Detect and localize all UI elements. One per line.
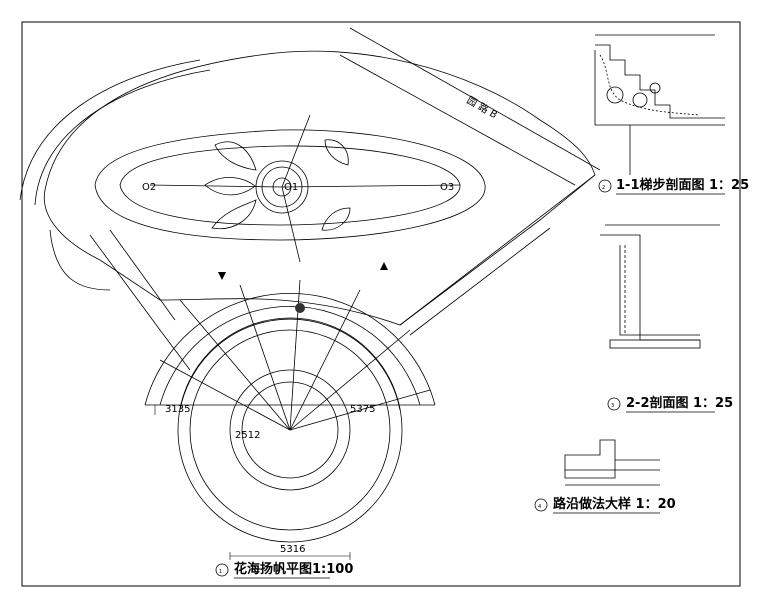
drainage-icon [295, 303, 305, 313]
section-1-1 [594, 34, 725, 175]
plan-title: 1 花海扬帆平图1:100 [215, 561, 353, 579]
svg-text:1-1梯步剖面图 1：25: 1-1梯步剖面图 1：25 [616, 177, 749, 193]
svg-text:1: 1 [219, 569, 222, 575]
svg-text:路沿做法大样 1：20: 路沿做法大样 1：20 [553, 496, 676, 512]
label-o1: O1 [284, 182, 298, 193]
plan-outer-bed [43, 50, 596, 326]
label-o2: O2 [142, 182, 156, 193]
plan-lower-circle-outer [177, 317, 403, 543]
plan-inner-oval [94, 129, 486, 241]
svg-text:花海扬帆平图1:100: 花海扬帆平图1:100 [234, 561, 353, 577]
plan-petal [214, 141, 257, 171]
road-label: 园 路 B [465, 93, 500, 121]
label-o3: O3 [440, 182, 454, 193]
plan-fan [179, 318, 401, 411]
section-2-2-title: 3 2-2剖面图 1：25 [607, 395, 733, 413]
dim-bottom: 5316 [280, 544, 305, 555]
sheet-border [21, 21, 741, 587]
curb-detail [564, 439, 660, 486]
section-1-1-title: 2 1-1梯步剖面图 1：25 [598, 177, 749, 195]
north-arrow-icon [218, 262, 388, 280]
svg-text:4: 4 [538, 504, 541, 510]
main-plan [19, 27, 601, 543]
plan-dimensions [154, 405, 351, 560]
section-2-2 [600, 224, 720, 349]
plan-road-edge [349, 27, 601, 171]
svg-text:2: 2 [602, 185, 605, 191]
curb-detail-title: 4 路沿做法大样 1：20 [534, 496, 676, 514]
svg-text:2-2剖面图 1：25: 2-2剖面图 1：25 [626, 395, 733, 411]
dim-right: 5375 [350, 404, 375, 415]
dim-mid: 2512 [235, 430, 260, 441]
dim-left: 3135 [165, 404, 190, 415]
svg-text:3: 3 [611, 403, 614, 409]
